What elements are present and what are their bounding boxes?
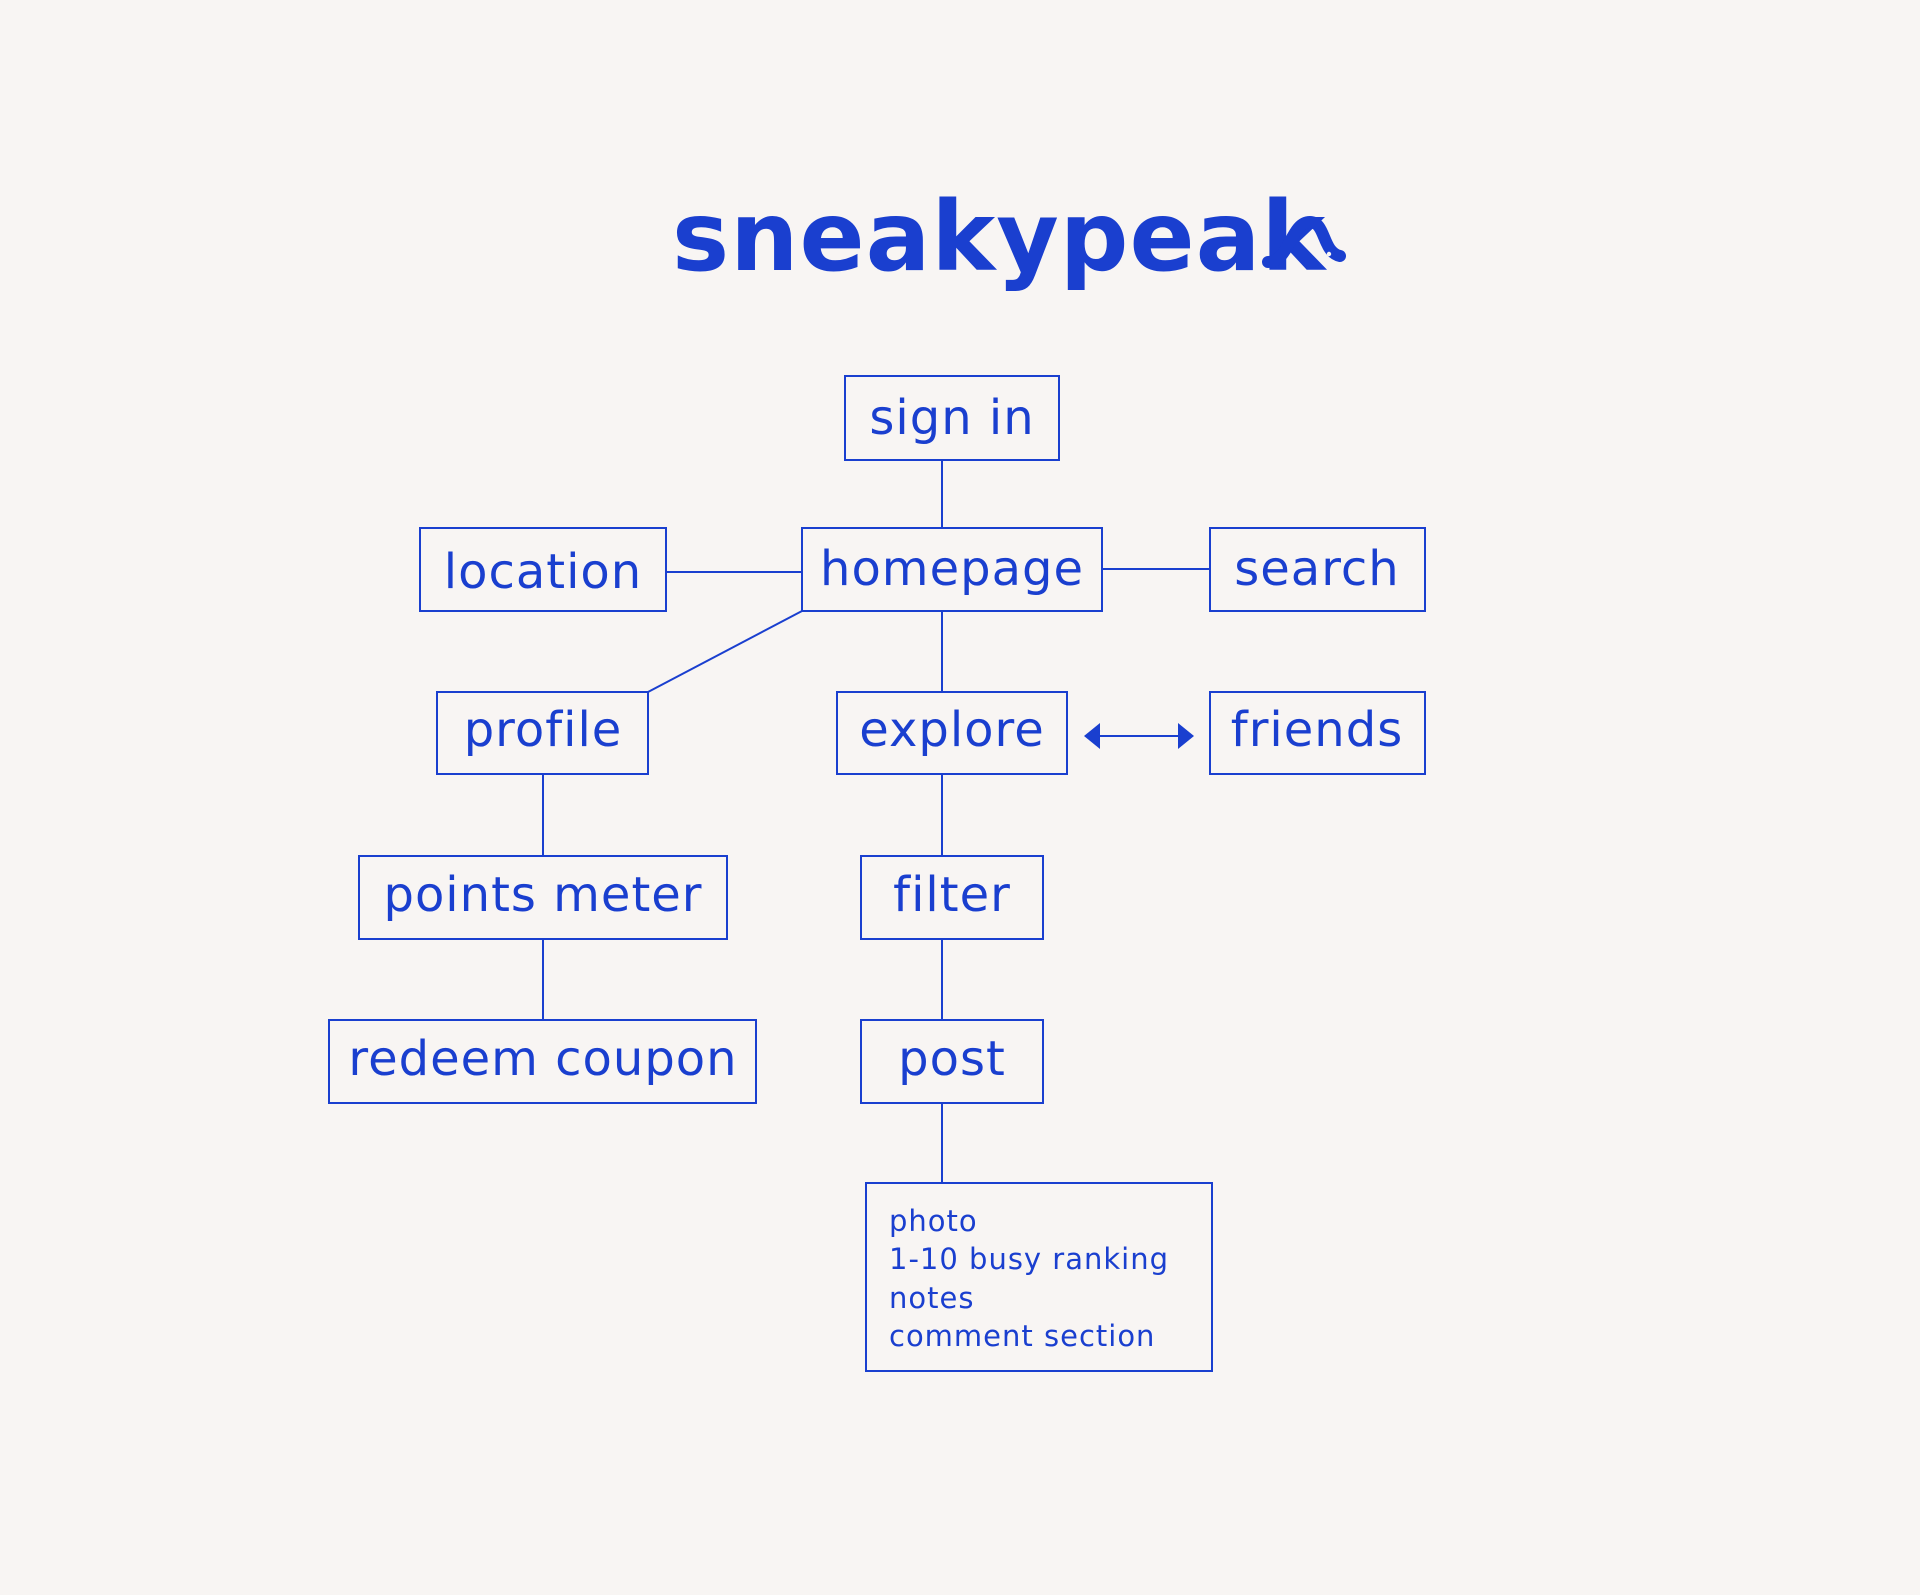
node-explore-label: explore	[859, 702, 1044, 758]
edge-homepage-profile	[647, 610, 803, 693]
node-post: post	[860, 1019, 1044, 1104]
node-homepage-label: homepage	[820, 541, 1084, 597]
node-points-meter-label: points meter	[383, 867, 702, 923]
logo-sucker-dot-icon	[1310, 235, 1316, 241]
post-detail-line: photo	[889, 1204, 978, 1238]
node-post-details: photo 1-10 busy ranking notes comment se…	[865, 1182, 1213, 1372]
logo-tentacle-icon	[1262, 215, 1346, 268]
node-profile-label: profile	[464, 702, 623, 758]
node-points-meter: points meter	[358, 855, 728, 940]
post-detail-line: comment section	[889, 1319, 1155, 1353]
logo-wordmark: sneakypeak	[672, 181, 1327, 293]
post-detail-line: 1-10 busy ranking	[889, 1242, 1169, 1276]
node-search: search	[1209, 527, 1426, 612]
sneakypeak-logo: sneakypeak	[672, 181, 1346, 293]
node-location-label: location	[444, 544, 642, 600]
node-location: location	[419, 527, 667, 612]
node-redeem-coupon: redeem coupon	[328, 1019, 757, 1104]
arrow-right-icon	[1178, 723, 1194, 749]
logo-sucker-dot-icon	[1326, 251, 1332, 257]
logo-sucker-dot-icon	[1317, 245, 1323, 251]
node-sign-in: sign in	[844, 375, 1060, 461]
node-sign-in-label: sign in	[869, 390, 1034, 446]
node-filter-label: filter	[893, 867, 1011, 923]
node-homepage: homepage	[801, 527, 1103, 612]
node-explore: explore	[836, 691, 1068, 775]
node-search-label: search	[1234, 541, 1399, 597]
node-profile: profile	[436, 691, 649, 775]
diagram-edges	[542, 460, 1210, 1183]
arrow-left-icon	[1084, 723, 1100, 749]
post-detail-line: notes	[889, 1281, 974, 1315]
node-redeem-coupon-label: redeem coupon	[348, 1031, 737, 1087]
node-friends-label: friends	[1231, 702, 1403, 758]
node-post-label: post	[898, 1031, 1006, 1087]
node-friends: friends	[1209, 691, 1426, 775]
node-filter: filter	[860, 855, 1044, 940]
